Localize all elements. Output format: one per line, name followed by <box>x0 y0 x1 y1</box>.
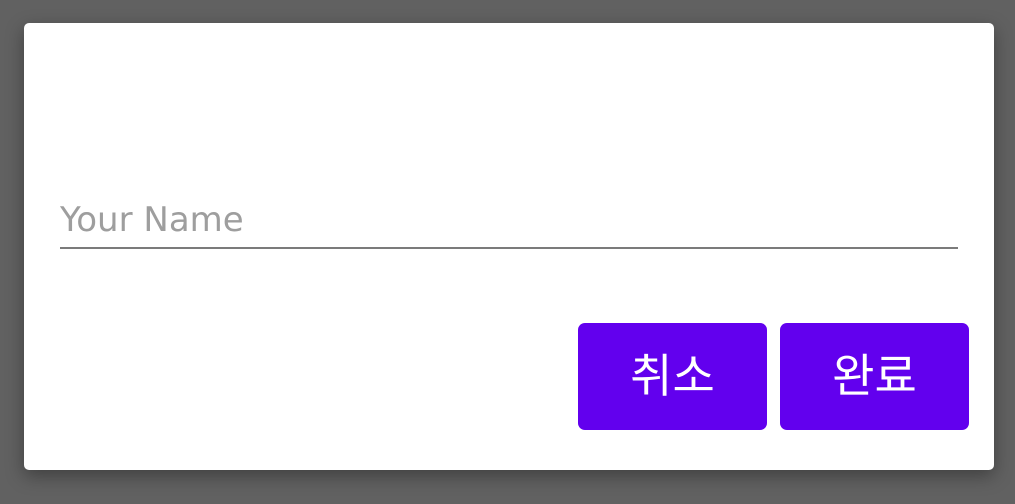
name-input[interactable] <box>60 193 958 249</box>
done-button[interactable]: 완료 <box>780 323 969 430</box>
name-dialog: 취소 완료 <box>24 23 994 470</box>
cancel-button[interactable]: 취소 <box>578 323 767 430</box>
name-field <box>60 193 958 250</box>
